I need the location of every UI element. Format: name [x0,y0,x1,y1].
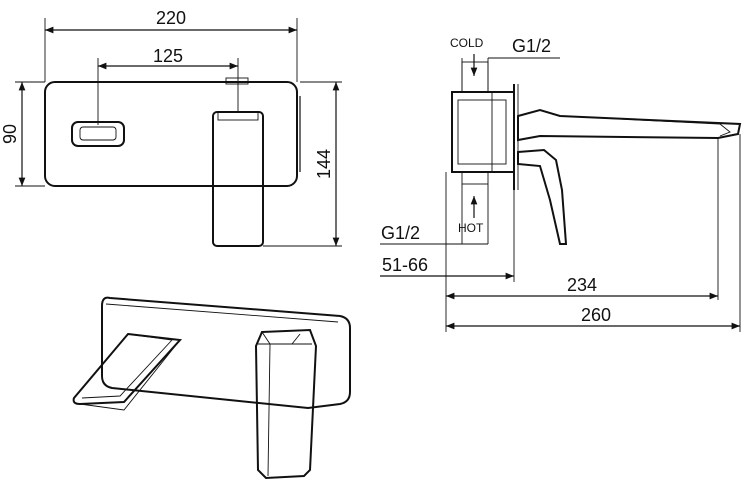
dim-plate-height: 90 [0,124,20,144]
dim-spout-length: 234 [567,275,597,295]
front-view: 220 125 90 144 [0,8,342,247]
side-view: COLD G1/2 HOT G1/2 51-66 234 260 [380,36,742,332]
label-cold: COLD [450,36,484,50]
dim-inlet-bottom: G1/2 [381,223,420,243]
label-hot: HOT [458,221,484,235]
dim-total-height: 144 [314,149,334,179]
perspective-handle [254,328,318,480]
side-handle-lever [517,148,568,245]
side-spout [517,108,742,142]
front-handle-lever [212,111,264,247]
perspective-view [72,296,351,480]
side-wall-box [451,91,515,173]
front-backplate [44,81,298,187]
perspective-backplate [101,296,351,410]
dim-wall-depth: 51-66 [382,255,428,275]
perspective-spout [72,332,183,406]
dim-handle-offset: 125 [153,46,183,66]
dim-inlet-top: G1/2 [512,36,551,56]
dim-overall-length: 260 [581,305,611,325]
dim-total-width: 220 [156,8,186,28]
